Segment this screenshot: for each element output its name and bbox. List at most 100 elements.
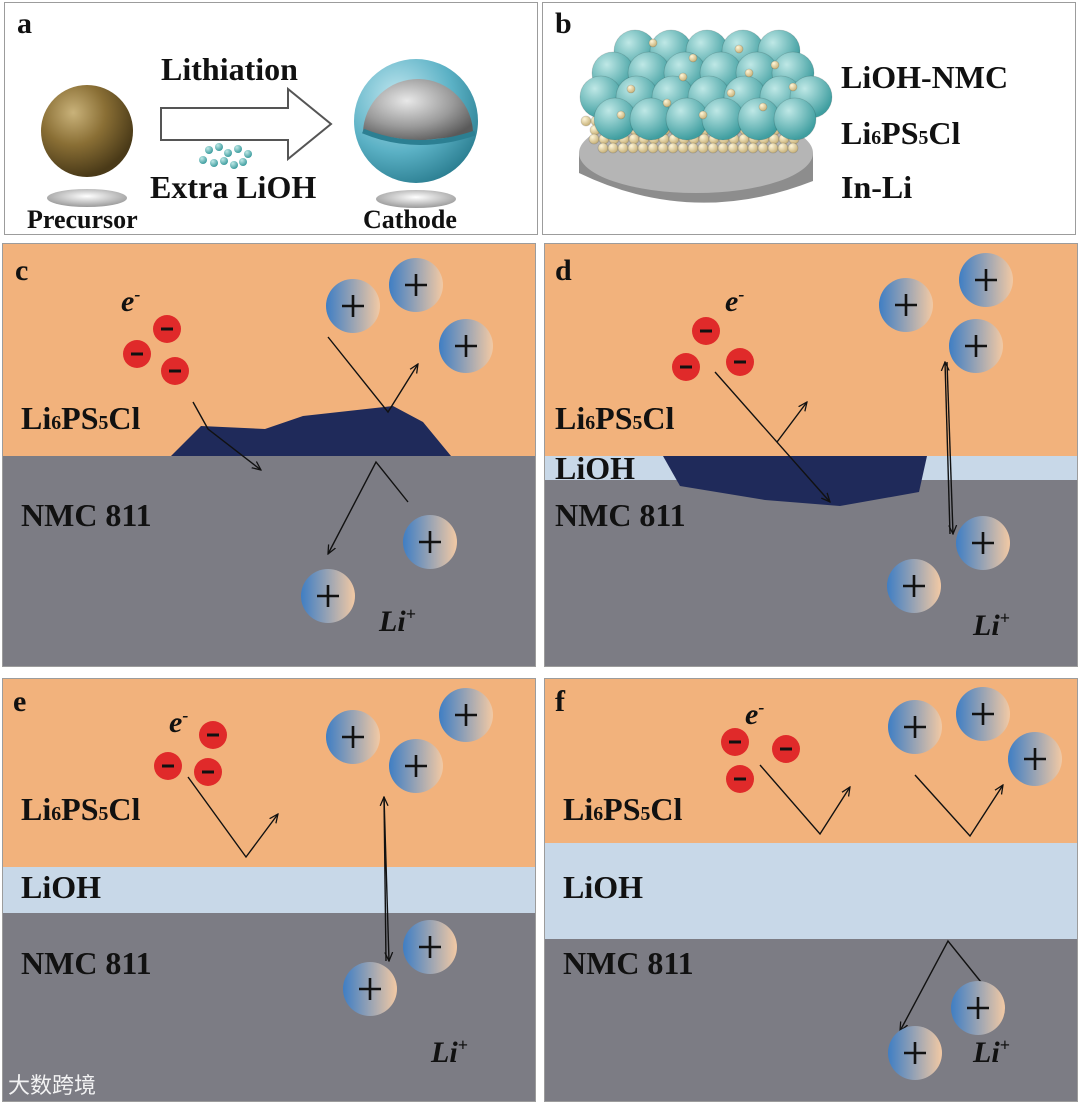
cathode-label: NMC 811 [563,945,694,981]
cathode-label: Cathode [363,205,457,234]
electrolyte-particle [734,44,744,54]
electron-particle [672,353,700,381]
interphase-decomposition [663,456,927,506]
cathode-label: NMC 811 [21,497,152,533]
li-ion-particle [403,920,457,974]
electron-particle [772,735,800,763]
electron-label: e- [725,284,745,318]
electrolyte-particle [777,142,789,154]
electrolyte-particle [607,142,619,154]
electrolyte-particle [647,142,659,154]
electrolyte-particle [744,68,754,78]
lioh-particles [199,143,252,169]
layer-label-lioh-nmc: LiOH-NMC [841,59,1009,95]
li-ion-particle [326,279,380,333]
li-ion-particle [343,962,397,1016]
li-ion-particle [956,516,1010,570]
li-ion-particle [959,253,1013,307]
li-ion-particle [951,981,1005,1035]
electrolyte-particle [726,88,736,98]
electrolyte-particle [687,142,699,154]
cathode-label: NMC 811 [21,945,152,981]
electrolyte-particle [637,142,649,154]
electrolyte-particle [727,142,739,154]
panel-a: a Lithiation Extra LiOH Precursor Cathod… [4,2,538,235]
transport-paths [714,362,953,534]
electrolyte-label: Li6PS5Cl [555,400,675,436]
panel-d-label: d [555,254,572,287]
precursor-label: Precursor [27,205,138,234]
li-ion-particle [949,319,1003,373]
electrolyte-particle [770,60,780,70]
lioh-label: LiOH [563,869,644,905]
electron-particle [123,340,151,368]
extra-lioh-label: Extra LiOH [150,169,317,205]
electrolyte-particle [788,82,798,92]
panel-c-particles [123,258,493,623]
electrolyte-particle [677,142,689,154]
electron-particle [726,765,754,793]
electrolyte-particle [626,84,636,94]
layer-label-li6ps5cl: Li6PS5Cl [841,115,961,151]
lioh-label: LiOH [555,450,636,486]
watermark: 大数跨境 [8,1074,97,1099]
panel-c: c Li6PS5Cl NMC 811 e- Li+ [2,243,536,667]
li-ion-label: Li+ [973,608,1010,642]
panel-c-label: c [15,254,29,287]
interphase-decomposition [171,406,451,456]
lioh-coating [3,867,535,913]
electrolyte-label: Li6PS5Cl [21,400,141,436]
electron-particle [153,315,181,343]
li-ion-particle [389,258,443,312]
electrolyte-particle [757,142,769,154]
panel-f: f Li6PS5Cl LiOH NMC 811 e- Li+ [544,678,1078,1102]
electron-particle [721,728,749,756]
lithiation-arrow [160,86,333,162]
transport-paths [192,336,418,554]
panel-d-particles [672,253,1013,613]
panel-a-label: a [17,7,32,40]
li-ion-label: Li+ [973,1035,1010,1069]
transport-paths [759,764,1003,1031]
cathode-region [545,480,1077,666]
electrolyte-particle [707,142,719,154]
electrolyte-particle [627,142,639,154]
cathode-shadow-disk [376,190,456,208]
li-ion-particle [879,278,933,332]
electrolyte-particle [678,72,688,82]
li-ion-particle [326,710,380,764]
electron-label: e- [121,284,141,318]
electrolyte-particle [597,142,609,154]
panel-f-label: f [555,685,565,718]
transport-paths [187,776,389,961]
electrolyte-particle [617,142,629,154]
electrolyte-particle [698,110,708,120]
panel-a-graphic [41,59,478,208]
li-ion-particle [888,1026,942,1080]
electron-label: e- [745,697,765,731]
electrolyte-particle [737,142,749,154]
electrolyte-particle [588,133,600,145]
electron-particle [161,357,189,385]
electron-particle [692,317,720,345]
electrolyte-particle [688,53,698,63]
li-ion-particle [403,515,457,569]
electron-label: e- [169,705,189,739]
precursor-sphere [41,85,133,177]
electrolyte-particle [747,142,759,154]
li-ion-particle [439,319,493,373]
li-ion-particle [956,687,1010,741]
cathode-sphere [354,59,478,183]
panel-f-graphic [545,679,1077,1101]
electron-particle [154,752,182,780]
li-ion-particle [1008,732,1062,786]
layer-label-in-li: In-Li [841,169,913,205]
lithiation-label: Lithiation [161,51,298,87]
li-ion-particle [439,688,493,742]
panel-e: e Li6PS5Cl LiOH NMC 811 e- Li+ [2,678,536,1102]
li-ion-particle [301,569,355,623]
electron-particle [199,721,227,749]
electrolyte-label: Li6PS5Cl [563,791,683,827]
electrolyte-particle [787,142,799,154]
electrolyte-particle [648,38,658,48]
